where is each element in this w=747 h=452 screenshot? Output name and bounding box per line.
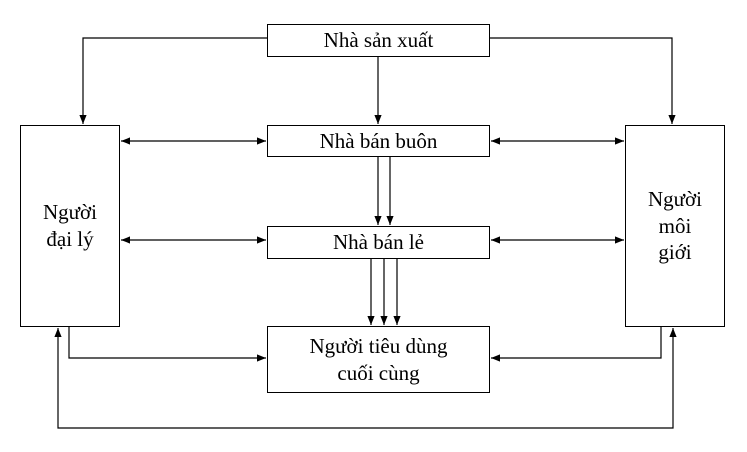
node-consumer-line-2: cuối cùng (337, 360, 420, 385)
edge-agent-broker-loop (54, 328, 677, 429)
node-producer-label: Nhà sản xuất (324, 27, 434, 54)
node-wholesaler: Nhà bán buôn (267, 125, 490, 157)
node-consumer: Người tiêu dùng cuối cùng (267, 326, 490, 393)
edge-producer-agent (79, 37, 267, 124)
node-agent: Người đại lý (20, 125, 120, 327)
node-agent-label: Người đại lý (43, 199, 97, 253)
node-retailer-label: Nhà bán lẻ (333, 229, 424, 256)
edge-agent-consumer (68, 327, 266, 362)
node-broker-line-3: giới (658, 240, 692, 265)
node-broker-line-1: Người (648, 186, 702, 211)
node-broker: Người môi giới (625, 125, 725, 327)
node-broker-line-2: môi (658, 213, 692, 238)
node-producer-line-1: Nhà sản xuất (323, 28, 434, 53)
edge-producer-broker (490, 37, 676, 124)
node-agent-line-2: đại lý (46, 227, 94, 251)
node-consumer-line-1: Người tiêu dùng (309, 333, 448, 358)
node-wholesaler-line-1: Nhà bán buôn (319, 128, 438, 153)
node-retailer: Nhà bán lẻ (267, 226, 490, 259)
node-producer: Nhà sản xuất (267, 24, 490, 57)
node-broker-label: Người môi giới (648, 186, 702, 267)
node-consumer-label: Người tiêu dùng cuối cùng (310, 333, 448, 387)
node-agent-line-1: Người (43, 200, 97, 225)
node-retailer-line-1: Nhà bán lẻ (333, 230, 424, 255)
node-wholesaler-label: Nhà bán buôn (320, 128, 438, 155)
edge-broker-consumer (491, 327, 662, 362)
